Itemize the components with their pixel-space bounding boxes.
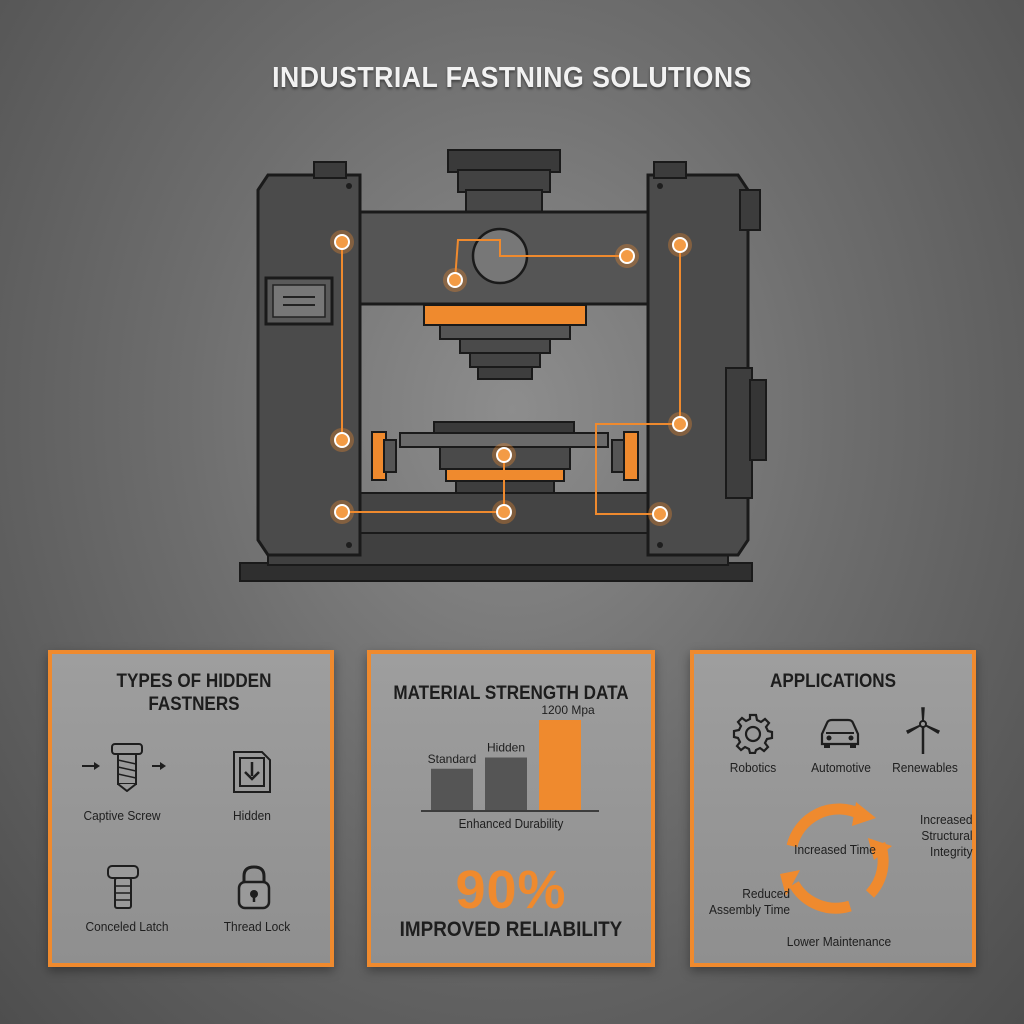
chart-caption: Enhanced Durability [458, 816, 564, 831]
application-label: Automotive [811, 760, 871, 775]
right-clamp [623, 431, 639, 481]
fastener-point [443, 268, 467, 292]
padlock-icon [237, 865, 271, 910]
strength-panel: MATERIAL STRENGTH DATA Standard Hidden 120… [367, 650, 655, 967]
fastener-point [492, 443, 516, 467]
application-label: Robotics [729, 760, 777, 775]
applications-panel-title: APPLICATIONS [769, 671, 897, 692]
bar-label: 1200 Mpa [541, 703, 595, 717]
cycle-bottom-label: Lower Maintenance [786, 934, 892, 949]
fastener-label: Thread Lock [223, 919, 291, 934]
fastener-point [330, 230, 354, 254]
latch-bolt-icon [107, 865, 139, 909]
bar-label: Standard [428, 752, 477, 766]
fastener-label: Conceled Latch [85, 919, 169, 934]
bar [431, 768, 473, 810]
hydraulic-press-illustration [239, 149, 767, 582]
fastener-point [668, 233, 692, 257]
applications-panel: APPLICATIONS Robotics Automotive Renewab… [690, 650, 976, 967]
cycle-center-label: Increased Time [794, 842, 876, 857]
fastener-point [648, 502, 672, 526]
car-icon [820, 718, 860, 748]
fastener-point [615, 244, 639, 268]
gear-icon [732, 713, 774, 754]
fastener-point [668, 412, 692, 436]
application-label: Renewables [892, 760, 958, 775]
right-column [646, 173, 750, 557]
reliability-subtitle: IMPROVED RELIABILITY [399, 918, 623, 941]
fastener-point [492, 500, 516, 524]
strength-bar-chart: Standard Hidden 1200 Mpa [421, 703, 599, 812]
cycle-right-label: Increased Structural Integrity [920, 812, 973, 859]
wind-turbine-icon [905, 707, 941, 754]
bar [485, 757, 527, 810]
fastener-label: Captive Screw [83, 808, 161, 823]
hidden-download-icon [233, 751, 271, 793]
bar-label: Hidden [487, 741, 525, 755]
bar [539, 720, 581, 810]
strength-panel-title: MATERIAL STRENGTH DATA [393, 683, 629, 704]
screw-icon [82, 743, 166, 792]
types-panel: TYPES OF HIDDEN FASTNERS Captive Screw H… [48, 650, 334, 967]
cycle-arrows-icon [780, 802, 892, 914]
fastener-label: Hidden [233, 808, 271, 823]
reliability-percent: 90% [455, 860, 567, 920]
fastener-point [330, 428, 354, 452]
left-column [256, 173, 362, 557]
fastener-connection-lines [341, 239, 681, 515]
cycle-left-label: Reduced Assembly Time [708, 886, 791, 917]
types-panel-title: TYPES OF HIDDEN FASTNERS [116, 671, 272, 715]
fastener-point [330, 500, 354, 524]
upper-die [423, 304, 587, 326]
fastener-points [330, 230, 692, 526]
page-title: INDUSTRIAL FASTNING SOLUTIONS [272, 62, 752, 94]
